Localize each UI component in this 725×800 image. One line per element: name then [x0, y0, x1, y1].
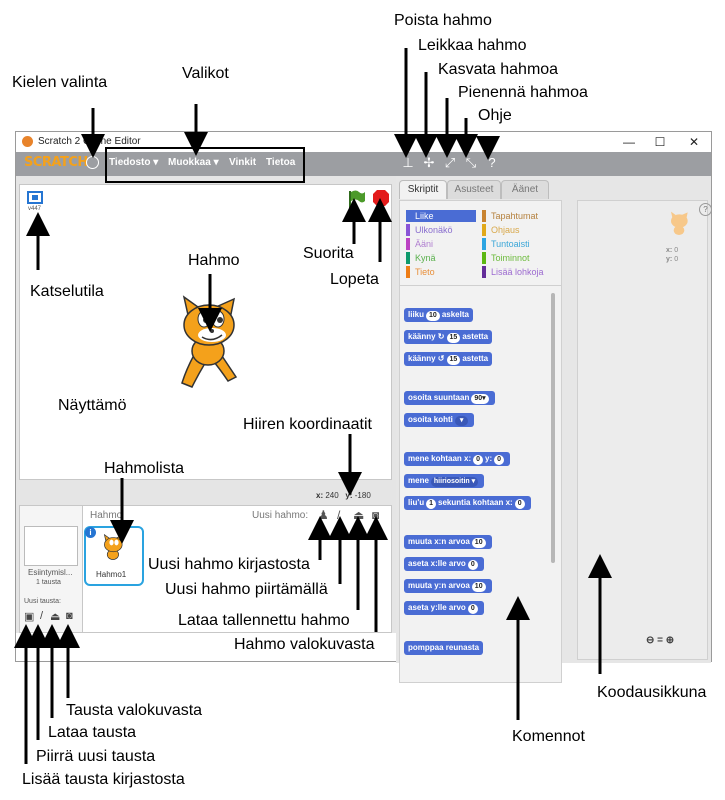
backdrop-library-icon[interactable]: ▣ — [24, 611, 35, 623]
paint-sprite-icon[interactable]: / — [337, 508, 341, 522]
category-events[interactable]: Tapahtumat — [482, 210, 558, 222]
label-shrink-sprite: Pienennä hahmoa — [458, 84, 588, 101]
shrink-sprite-icon[interactable]: ⤡ — [465, 155, 477, 170]
category-looks[interactable]: Ulkonäkö — [406, 224, 476, 236]
label-paint-sprite: Uusi hahmo piirtämällä — [165, 581, 328, 598]
label-sprite-from-library: Uusi hahmo kirjastosta — [148, 556, 310, 573]
category-more-blocks[interactable]: Lisää lohkoja — [482, 266, 558, 278]
category-operators[interactable]: Toiminnot — [482, 252, 558, 264]
scratch-app-icon — [22, 136, 33, 147]
upload-sprite-icon[interactable]: ⏏ — [353, 508, 365, 522]
stage-label: Esiintymisl... — [28, 568, 73, 577]
close-button[interactable]: ✕ — [688, 135, 700, 149]
label-backdrop-library: Lisää tausta kirjastosta — [22, 771, 185, 788]
minimize-button[interactable]: — — [623, 135, 635, 149]
category-sound[interactable]: Ääni — [406, 238, 476, 250]
label-run: Suorita — [303, 245, 354, 262]
help-icon[interactable]: ? — [699, 203, 712, 216]
menu-tips[interactable]: Vinkit — [229, 157, 257, 168]
zoom-controls[interactable]: ⊖ = ⊕ — [646, 635, 675, 646]
category-motion[interactable]: Liike — [406, 210, 476, 222]
sprite-library-icon[interactable]: ♟ — [318, 508, 329, 522]
tab-scripts[interactable]: Skriptit — [399, 180, 447, 199]
upload-backdrop-icon[interactable]: ⏏ — [50, 611, 61, 623]
scratch-logo[interactable]: SCRATCH — [24, 155, 88, 170]
help-icon[interactable]: ? — [488, 155, 496, 170]
label-language: Kielen valinta — [12, 74, 108, 91]
label-stage: Näyttämö — [58, 397, 127, 414]
sprites-header: Hahmo — [90, 510, 123, 521]
cat-script-thumbnail — [671, 211, 688, 235]
version-label: v447 — [28, 206, 42, 212]
tab-sounds[interactable]: Äänet — [501, 180, 549, 199]
label-stop: Lopeta — [330, 271, 379, 288]
label-menus: Valikot — [182, 65, 229, 82]
category-control[interactable]: Ohjaus — [482, 224, 558, 236]
menu-edit[interactable]: Muokkaa ▾ — [168, 157, 219, 168]
cut-sprite-icon[interactable]: ✢ — [423, 155, 435, 170]
editor-panel: Skriptit Asusteet Äänet Liike Ulkonäkö Ä… — [396, 176, 712, 683]
stage-thumbnail[interactable] — [24, 526, 78, 566]
stage-panel: v447 — [16, 176, 396, 633]
label-sprite-camera: Hahmo valokuvasta — [234, 636, 375, 653]
label-sprite-list: Hahmolista — [104, 460, 185, 477]
label-view-mode: Katselutila — [30, 283, 104, 300]
label-sprite: Hahmo — [188, 252, 240, 269]
label-mouse-coords: Hiiren koordinaatit — [243, 416, 372, 433]
block-palette: Liike Ulkonäkö Ääni Kynä Tieto Tapahtuma… — [399, 200, 562, 683]
label-grow-sprite: Kasvata hahmoa — [438, 61, 559, 78]
palette-scrollbar[interactable] — [551, 293, 555, 563]
block-bounce[interactable]: pomppaa reunasta — [404, 641, 484, 655]
block-point-towards[interactable]: osoita kohti ▾ — [404, 413, 475, 427]
category-pen[interactable]: Kynä — [406, 252, 476, 264]
stage-column: Esiintymisl... 1 tausta Uusi tausta: ▣ /… — [20, 506, 83, 632]
label-upload-sprite: Lataa tallennettu hahmo — [178, 612, 350, 629]
tab-costumes[interactable]: Asusteet — [447, 180, 501, 199]
label-delete-sprite: Poista hahmo — [394, 12, 492, 29]
label-paint-backdrop: Piirrä uusi tausta — [36, 748, 156, 765]
camera-backdrop-icon[interactable]: ◙ — [66, 610, 73, 622]
new-backdrop-label: Uusi tausta: — [24, 598, 61, 605]
label-script-area: Koodausikkuna — [597, 684, 707, 701]
label-upload-backdrop: Lataa tausta — [48, 724, 137, 741]
menu-bar: SCRATCH Tiedosto ▾ Muokkaa ▾ Vinkit Tiet… — [16, 152, 711, 176]
camera-sprite-icon[interactable]: ◙ — [372, 508, 380, 522]
menu-about[interactable]: Tietoa — [266, 157, 296, 168]
grow-sprite-icon[interactable]: ⤢ — [444, 155, 456, 170]
category-sensing[interactable]: Tuntoaisti — [482, 238, 558, 250]
sprite-name: Hahmo1 — [96, 570, 127, 579]
sprite-info-icon[interactable]: i — [85, 527, 96, 538]
stage[interactable]: v447 — [19, 184, 392, 480]
label-help: Ohje — [478, 107, 512, 124]
sprite-y: y: 0 — [666, 256, 679, 263]
label-blocks: Komennot — [512, 728, 585, 745]
backdrop-count: 1 tausta — [36, 579, 61, 586]
category-data[interactable]: Tieto — [406, 266, 476, 278]
new-sprite-label: Uusi hahmo: — [252, 510, 309, 521]
delete-sprite-icon[interactable]: ⊥ — [402, 155, 414, 170]
maximize-button[interactable]: ☐ — [654, 135, 666, 149]
fullscreen-icon[interactable] — [27, 191, 43, 204]
sprite-x: x: 0 — [666, 247, 679, 254]
label-cut-sprite: Leikkaa hahmo — [418, 37, 527, 54]
paint-backdrop-icon[interactable]: / — [40, 610, 44, 622]
menu-file[interactable]: Tiedosto ▾ — [109, 157, 159, 168]
label-backdrop-camera: Tausta valokuvasta — [66, 702, 203, 719]
